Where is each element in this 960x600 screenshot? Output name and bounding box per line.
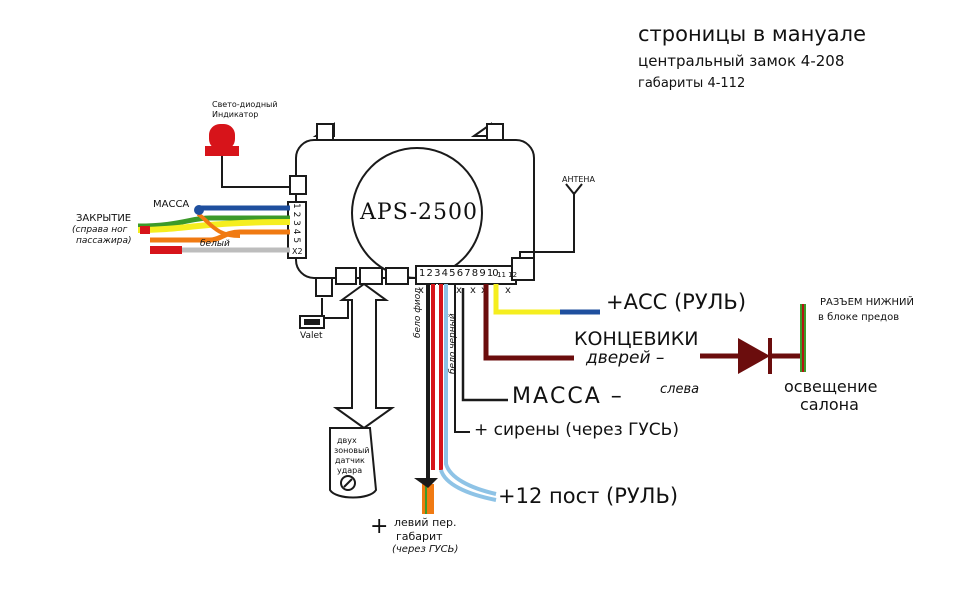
siren-label: + сирены (через ГУСЬ) xyxy=(474,420,679,440)
door-switch-label-line1: КОНЦЕВИКИ xyxy=(574,328,699,350)
sensor-label-line2: зоновый xyxy=(334,446,370,455)
interior-light-label-line1: освещение xyxy=(784,377,878,396)
antenna-label: АНТЕНА xyxy=(562,175,595,184)
manual-note-central-lock: центральный замок 4-208 xyxy=(638,52,845,70)
sensor-label-line3: датчик xyxy=(335,456,365,465)
door-switch-diode xyxy=(700,304,806,374)
lock-label-line1: ЗАКРЫТИЕ xyxy=(76,213,132,224)
door-switch-label-line2: дверей – xyxy=(586,348,665,368)
massa-main-label: МАССА – xyxy=(512,384,624,409)
manual-note-parking-lights: габариты 4-112 xyxy=(638,76,746,91)
bottom-connector-wires: x x x x x xyxy=(414,284,600,514)
connector-label-line1: РАЗЪЕМ НИЖНИЙ xyxy=(820,297,914,308)
lock-label-line2: (справа ног xyxy=(72,225,128,235)
interior-light-label-line2: салона xyxy=(800,395,859,414)
left-light-label-line2: габарит xyxy=(396,530,443,543)
valet-button xyxy=(299,296,349,329)
led-indicator xyxy=(205,124,291,188)
sensor-label-line4: удара xyxy=(337,466,363,475)
led-label-line2: Индикатор xyxy=(212,110,259,119)
left-light-label-line3: (через ГУСЬ) xyxy=(392,544,459,555)
left-light-label-line1: левий пер. xyxy=(394,516,457,529)
antenna xyxy=(519,183,583,258)
left-pin-marker: X2 xyxy=(292,247,303,256)
svg-text:x: x xyxy=(505,285,511,296)
svg-text:x: x xyxy=(418,285,424,296)
valet-label: Valet xyxy=(300,331,323,341)
left-light-plus: + xyxy=(370,514,389,539)
unit-name: APS-2500 xyxy=(360,200,478,225)
manual-note-title: строницы в мануале xyxy=(638,22,867,46)
bottom-pin-end: 11 12 xyxy=(497,271,518,279)
white-wire-label: белый xyxy=(200,239,230,249)
svg-text:x: x xyxy=(456,285,462,296)
wire-white-violet-label: бело фиол xyxy=(413,287,423,338)
left-pin-numbers: 1 2 3 4 5 xyxy=(291,203,301,244)
shock-sensor xyxy=(329,282,396,499)
alarm-unit-body xyxy=(287,122,535,297)
svg-text:x: x xyxy=(470,285,476,296)
bottom-pin-numbers: 1 2 3 4 5 6 7 8 9 10 xyxy=(419,268,499,279)
acc-label: +АСС (РУЛЬ) xyxy=(606,290,747,314)
lock-label-line3: пассажира) xyxy=(76,236,132,246)
wire-white-black-label: бело черный xyxy=(448,313,458,374)
massa-left-label: МАССА xyxy=(153,199,190,210)
sensor-label-line1: двух xyxy=(337,436,357,445)
led-label-line1: Свето-диодный xyxy=(212,100,278,109)
left-harness-wires xyxy=(137,205,291,254)
power-label: +12 пост (РУЛЬ) xyxy=(498,484,679,508)
massa-side-label: слева xyxy=(660,382,700,397)
connector-label-line2: в блоке предов xyxy=(818,312,900,323)
